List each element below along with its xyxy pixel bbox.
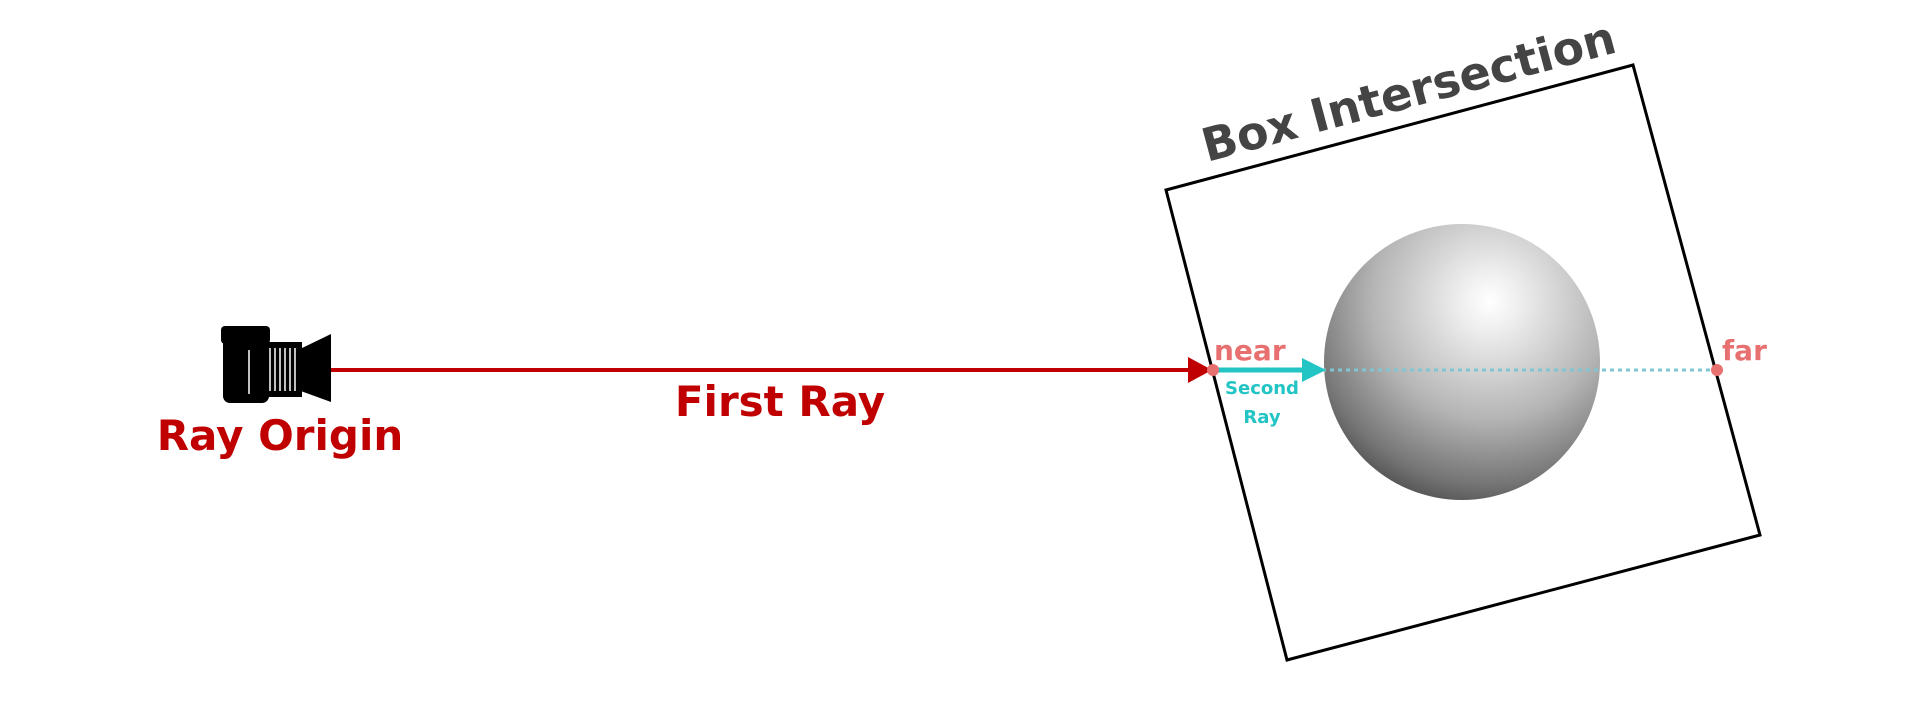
ray-origin-label: Ray Origin: [157, 411, 404, 460]
first-ray-label: First Ray: [675, 377, 885, 426]
near-label: near: [1214, 334, 1286, 367]
far-label: far: [1722, 334, 1767, 367]
camera-icon: [221, 326, 331, 403]
second-ray-label-line2: Ray: [1243, 407, 1280, 428]
near-point: [1207, 364, 1219, 376]
second-ray-arrowhead: [1302, 358, 1326, 382]
second-ray-label-line1: Second: [1225, 378, 1299, 399]
intersection-box: [1164, 63, 1762, 662]
first-ray-arrowhead: [1188, 357, 1212, 383]
sphere: [1324, 224, 1600, 500]
far-point: [1711, 364, 1723, 376]
box-title: Box Intersection: [1196, 10, 1622, 172]
